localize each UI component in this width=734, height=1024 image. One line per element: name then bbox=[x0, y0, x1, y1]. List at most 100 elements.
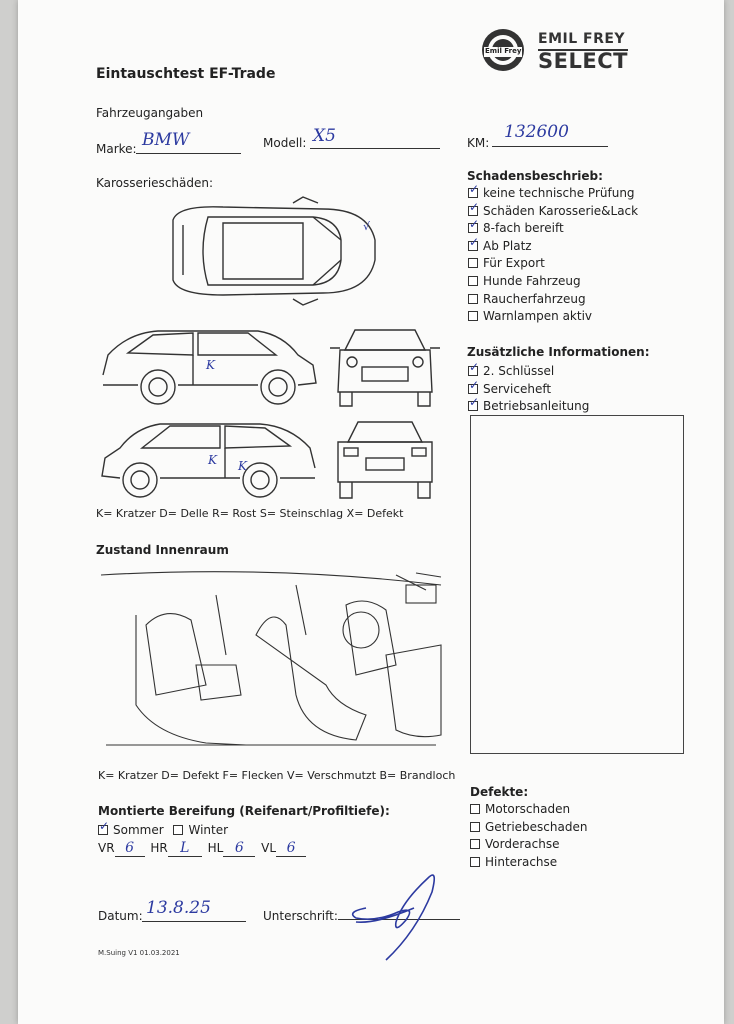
damage-description-checkbox[interactable] bbox=[468, 182, 479, 198]
notes-box[interactable] bbox=[470, 415, 684, 754]
defect-item: Hinterachse bbox=[470, 855, 587, 873]
damage-description-item: Für Export bbox=[468, 256, 638, 274]
damage-description-checkbox[interactable] bbox=[468, 275, 478, 286]
additional-info-item: Serviceheft bbox=[468, 378, 589, 400]
sommer-checkbox[interactable] bbox=[98, 819, 109, 835]
defect-item: Getriebeschaden bbox=[470, 820, 587, 838]
additional-info-checkbox[interactable] bbox=[468, 360, 479, 376]
additional-info-item: Betriebsanleitung bbox=[468, 395, 590, 417]
tires-type-row: Sommer Winter bbox=[98, 819, 228, 837]
defect-checkbox[interactable] bbox=[470, 856, 480, 867]
handwritten-signature bbox=[351, 874, 436, 961]
interior-legend: K= Kratzer D= Defekt F= Flecken V= Versc… bbox=[98, 769, 456, 782]
km-line bbox=[492, 146, 608, 147]
top-view-mark: √ bbox=[363, 220, 371, 233]
signature-label: Unterschrift: bbox=[263, 909, 338, 923]
car-left-side-drawing: K bbox=[102, 330, 317, 405]
additional-info-item: 2. Schlüssel bbox=[468, 360, 589, 382]
car-right-side-drawing: K K bbox=[101, 423, 316, 498]
damage-description-label: Ab Platz bbox=[483, 238, 532, 253]
defect-label: Motorschaden bbox=[485, 802, 571, 816]
hl-label: HL bbox=[207, 841, 224, 855]
interior-title: Zustand Innenraum bbox=[96, 543, 229, 557]
body-damage-title: Karosserieschäden: bbox=[96, 176, 214, 190]
date-label: Datum: bbox=[98, 909, 143, 923]
date-line bbox=[142, 921, 246, 922]
damage-description-label: 8-fach bereift bbox=[483, 221, 564, 236]
form-title: Eintauschtest EF-Trade bbox=[96, 66, 276, 82]
defect-label: Getriebeschaden bbox=[485, 819, 588, 834]
hl-value[interactable]: 6 bbox=[223, 840, 256, 857]
logo-line2: SELECT bbox=[538, 49, 628, 73]
signature-line bbox=[338, 919, 460, 920]
defect-label: Hinterachse bbox=[485, 854, 558, 869]
damage-description-label: keine technische Prüfung bbox=[483, 186, 635, 200]
right-side-mark-text-1: K bbox=[207, 453, 218, 467]
defects-title: Defekte: bbox=[470, 785, 529, 799]
sommer-label: Sommer bbox=[113, 823, 164, 837]
hr-value[interactable]: L bbox=[167, 840, 202, 857]
defect-checkbox[interactable] bbox=[470, 839, 480, 850]
defect-checkbox[interactable] bbox=[470, 804, 480, 814]
vl-label: VL bbox=[261, 841, 277, 855]
body-damage-legend: K= Kratzer D= Delle R= Rost S= Steinschl… bbox=[96, 507, 404, 520]
car-front-view-drawing bbox=[330, 329, 440, 407]
defect-label: Vorderachse bbox=[485, 837, 560, 852]
additional-info-title: Zusätzliche Informationen: bbox=[467, 345, 650, 359]
modell-label: Modell: bbox=[263, 136, 307, 150]
winter-checkbox[interactable] bbox=[173, 825, 184, 835]
modell-value[interactable]: X5 bbox=[313, 126, 336, 146]
additional-info-label: Serviceheft bbox=[483, 381, 552, 396]
damage-description-item: keine technische Prüfung bbox=[468, 182, 638, 204]
damage-description-checkbox[interactable] bbox=[468, 217, 479, 234]
vr-label: VR bbox=[98, 841, 115, 855]
vl-value[interactable]: 6 bbox=[276, 840, 307, 857]
emil-frey-badge-logo: Emil Frey bbox=[480, 27, 526, 77]
additional-info-label: Betriebsanleitung bbox=[483, 399, 590, 414]
additional-info-list: 2. SchlüsselServiceheftBetriebsanleitung bbox=[468, 360, 590, 417]
damage-description-label: Raucherfahrzeug bbox=[483, 291, 586, 306]
damage-description-item: Ab Platz bbox=[468, 235, 638, 257]
date-value[interactable]: 13.8.25 bbox=[146, 898, 211, 918]
hr-label: HR bbox=[150, 841, 168, 855]
car-top-view-drawing: √ bbox=[172, 196, 376, 306]
km-value[interactable]: 132600 bbox=[504, 122, 569, 142]
car-rear-view-drawing bbox=[337, 421, 433, 499]
damage-description-label: Schäden Karosserie&Lack bbox=[483, 203, 639, 218]
defect-checkbox[interactable] bbox=[470, 821, 480, 832]
car-interior-drawing bbox=[100, 571, 442, 746]
logo-badge-text: Emil Frey bbox=[485, 47, 522, 55]
damage-description-checkbox[interactable] bbox=[468, 258, 478, 269]
defect-item: Vorderachse bbox=[470, 837, 587, 855]
left-side-mark-text: K bbox=[205, 358, 216, 372]
damage-description-label: Hunde Fahrzeug bbox=[483, 273, 581, 288]
modell-line bbox=[310, 148, 440, 149]
damage-description-label: Warnlampen aktiv bbox=[483, 309, 593, 324]
damage-description-checkbox[interactable] bbox=[468, 200, 479, 216]
damage-description-checkbox[interactable] bbox=[468, 293, 478, 304]
additional-info-checkbox[interactable] bbox=[468, 378, 479, 394]
additional-info-label: 2. Schlüssel bbox=[483, 364, 555, 378]
additional-info-checkbox[interactable] bbox=[468, 395, 479, 412]
damage-description-checkbox[interactable] bbox=[468, 235, 479, 251]
damage-description-list: keine technische PrüfungSchäden Karosser… bbox=[468, 182, 639, 327]
marke-value[interactable]: BMW bbox=[142, 130, 190, 150]
vehicle-section-title: Fahrzeugangaben bbox=[96, 106, 204, 120]
marke-line bbox=[136, 153, 241, 154]
damage-description-item: 8-fach bereift bbox=[468, 217, 638, 239]
damage-description-label: Für Export bbox=[483, 256, 545, 271]
right-side-mark-text-2: K bbox=[237, 459, 248, 473]
form-page: Emil Frey EMIL FREY SELECT Eintauschtest… bbox=[18, 0, 724, 1024]
damage-description-item: Hunde Fahrzeug bbox=[468, 274, 638, 292]
km-label: KM: bbox=[467, 136, 490, 150]
damage-description-item: Warnlampen aktiv bbox=[468, 309, 638, 327]
defect-item: Motorschaden bbox=[470, 802, 587, 820]
marke-label: Marke: bbox=[96, 142, 137, 156]
logo-line1: EMIL FREY bbox=[538, 31, 626, 47]
damage-description-checkbox[interactable] bbox=[468, 311, 478, 322]
damage-description-title: Schadensbeschrieb: bbox=[467, 169, 603, 183]
vr-value[interactable]: 6 bbox=[114, 840, 145, 857]
logo-divider bbox=[538, 49, 628, 51]
